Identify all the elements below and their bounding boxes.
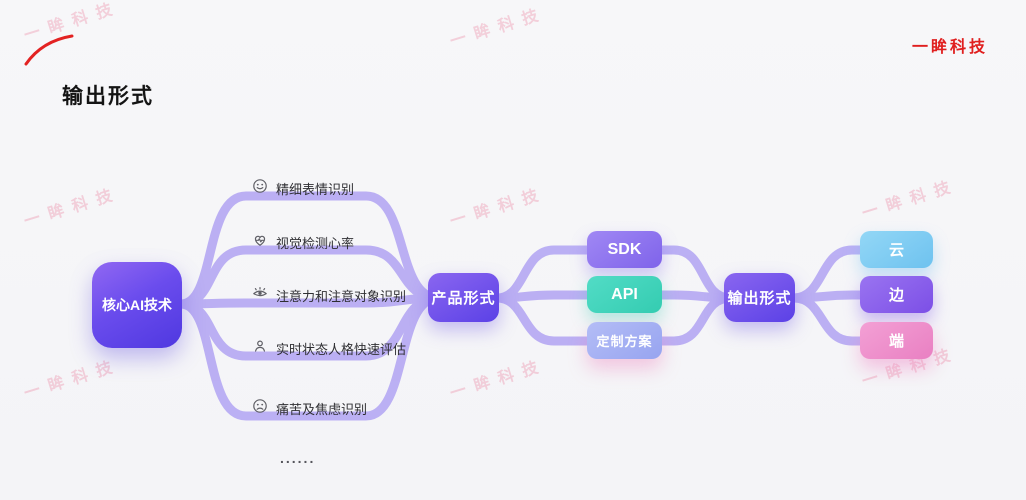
tech-item-label: 视觉检测心率: [276, 235, 355, 251]
custom-solution-label: 定制方案: [596, 334, 653, 349]
custom-solution-pill: 定制方案: [587, 322, 662, 359]
brand-logo-text: 一眸科技: [911, 39, 988, 56]
heart-rate-icon: [252, 232, 268, 253]
edge-pill: 边: [860, 276, 933, 313]
tech-item-personality: 实时状态人格快速评估: [252, 338, 406, 358]
sad-face-icon: [252, 398, 268, 419]
tech-item-anxiety: 痛苦及焦虑识别: [252, 398, 367, 418]
sdk-label: SDK: [607, 240, 642, 258]
product-form-node: 产品形式: [428, 273, 499, 322]
tech-item-attention: 注意力和注意对象识别: [252, 285, 406, 305]
core-ai-tech-node: 核心AI技术: [92, 262, 182, 348]
smiley-icon: [252, 178, 268, 199]
person-icon: [252, 338, 268, 359]
edge-label: 边: [888, 287, 904, 304]
sdk-pill: SDK: [587, 231, 662, 268]
cloud-label: 云: [888, 242, 904, 259]
product-form-label: 产品形式: [431, 290, 496, 307]
tech-item-label: 注意力和注意对象识别: [276, 288, 407, 304]
more-items-ellipsis: ......: [280, 450, 316, 466]
cloud-pill: 云: [860, 231, 933, 268]
red-swoosh-accent: [24, 34, 74, 66]
tech-item-heart-rate: 视觉检测心率: [252, 232, 354, 252]
tech-item-label: 精细表情识别: [276, 181, 355, 197]
tech-item-label: 实时状态人格快速评估: [276, 341, 407, 357]
device-pill: 端: [860, 322, 933, 359]
tech-item-label: 痛苦及焦虑识别: [276, 401, 368, 417]
output-form-label: 输出形式: [727, 290, 792, 307]
api-label: API: [611, 285, 638, 303]
api-pill: API: [587, 276, 662, 313]
page-title: 输出形式: [62, 85, 154, 108]
tech-item-expression: 精细表情识别: [252, 178, 354, 198]
core-ai-tech-label: 核心AI技术: [102, 297, 172, 313]
device-label: 端: [888, 333, 904, 350]
eye-icon: [252, 285, 268, 306]
output-form-node: 输出形式: [724, 273, 795, 322]
